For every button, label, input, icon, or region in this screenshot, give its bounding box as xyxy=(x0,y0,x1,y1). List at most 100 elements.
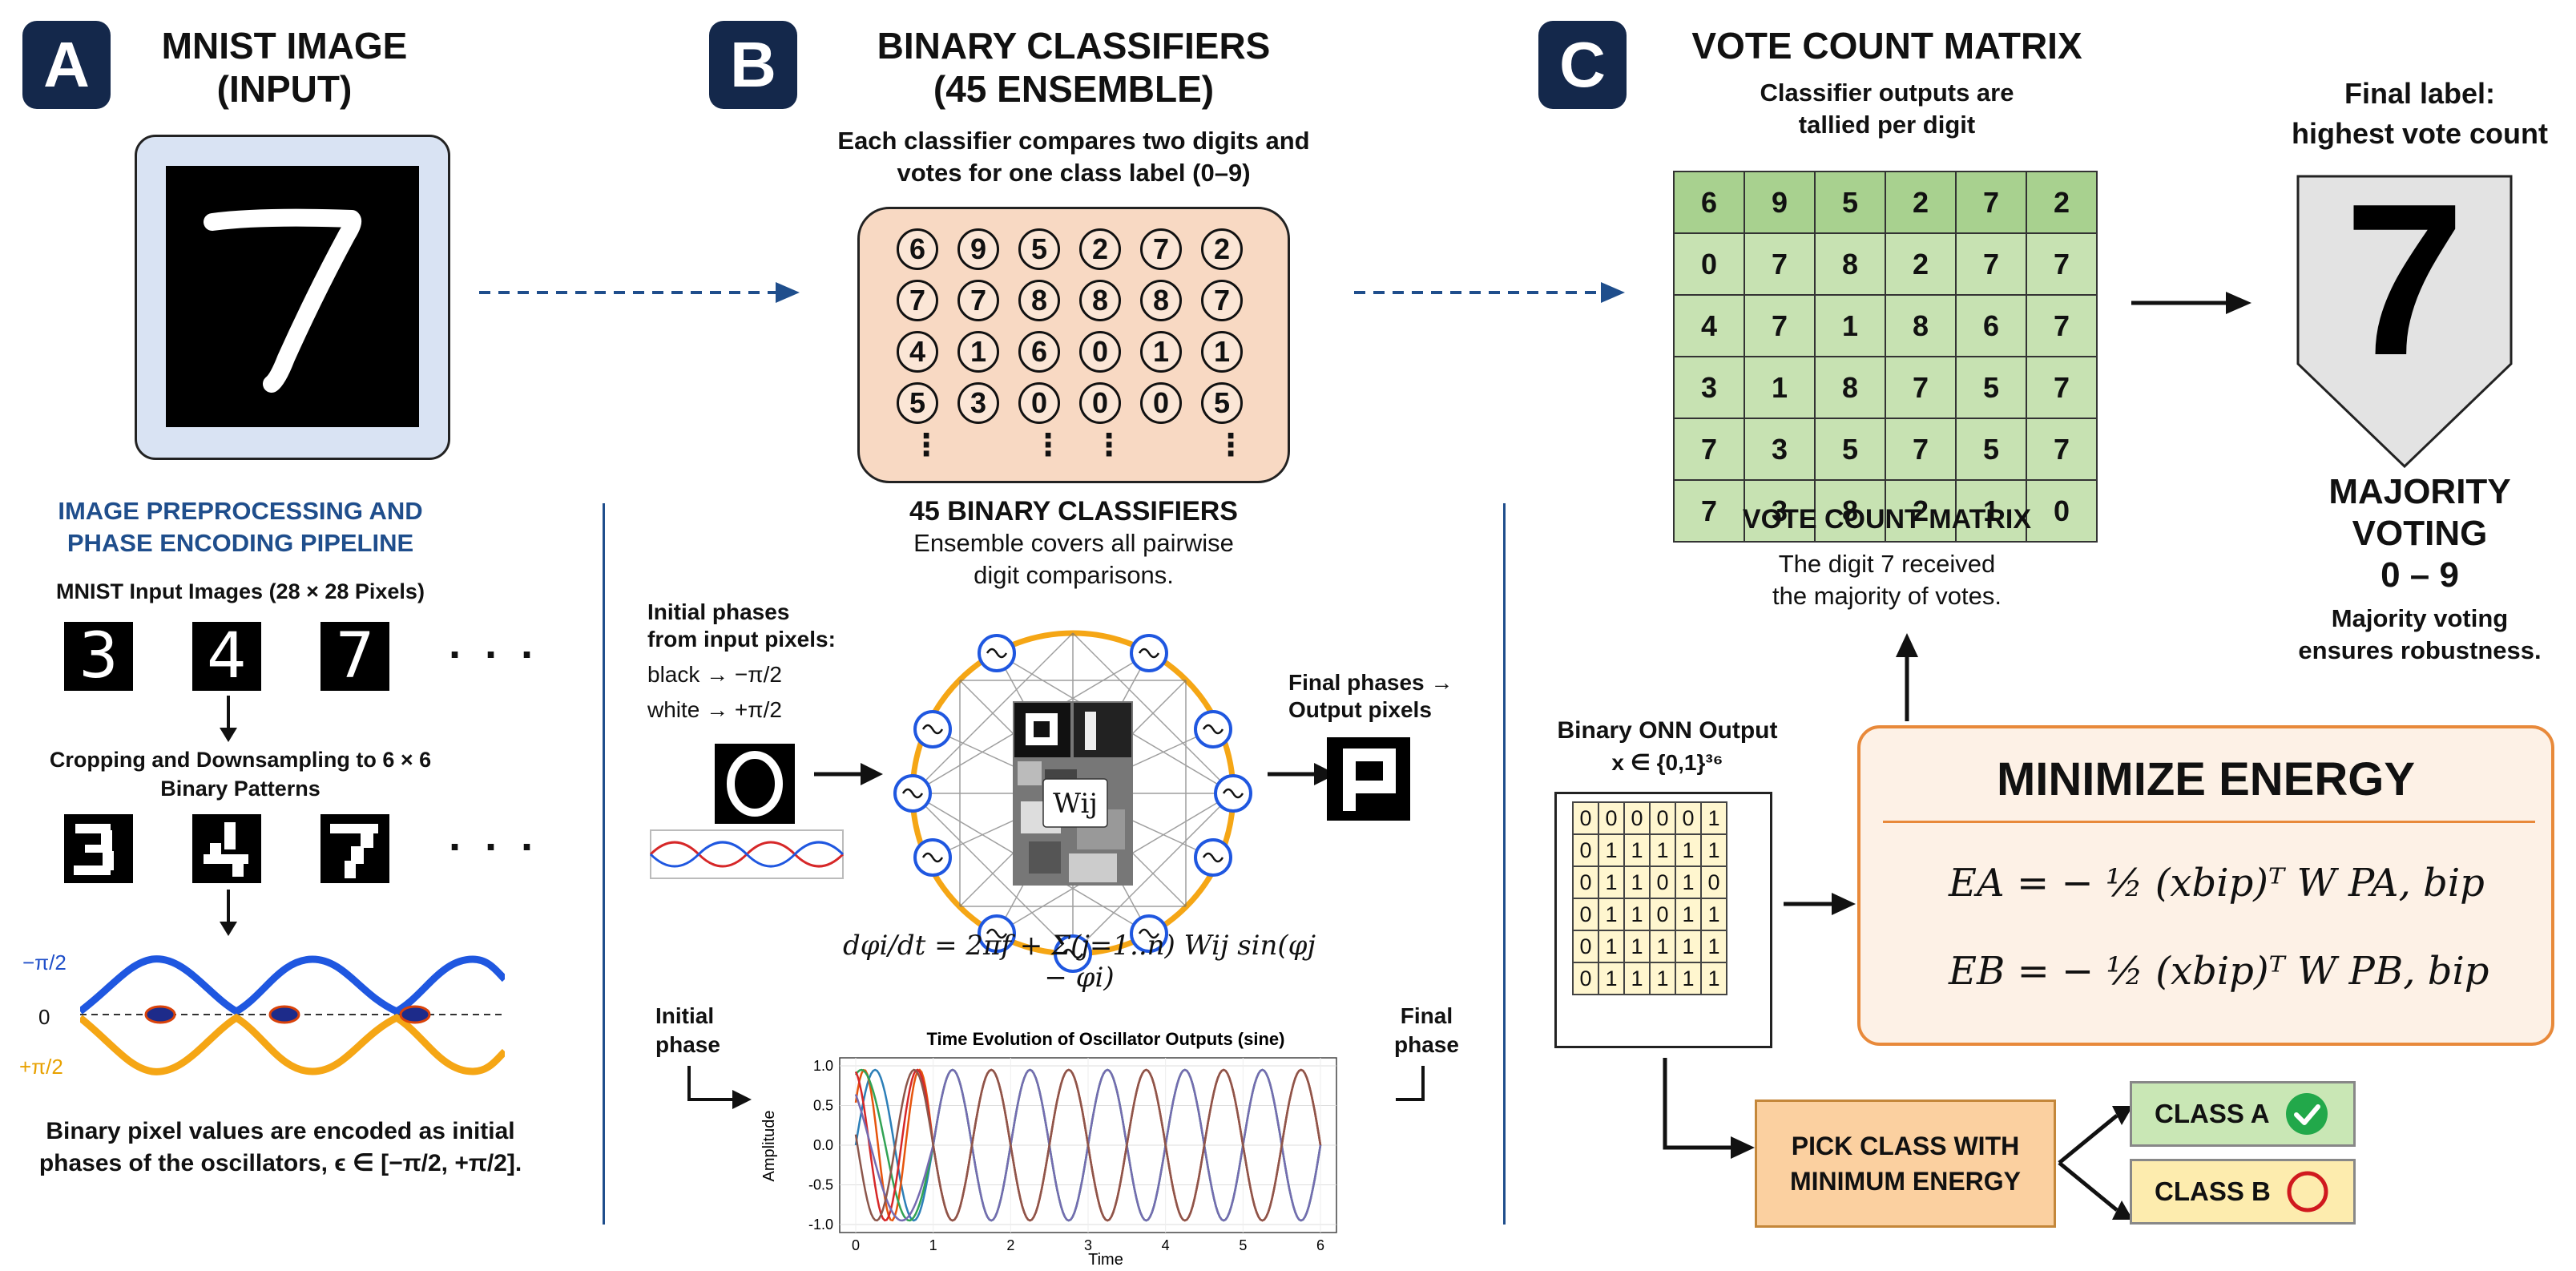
final-label-title: Final label: highest vote count xyxy=(2291,77,2548,150)
onn-output-matrix: 0 0 0 0 0 1 0 1 1 1 1 1 0 1 1 0 1 0 0 1 … xyxy=(1572,801,1727,995)
final-phase-bracket xyxy=(1396,1066,1425,1101)
vertical-ellipsis: ⋮ xyxy=(1033,429,1063,462)
arrow-b-to-c xyxy=(1354,282,1625,303)
vote-cell: 7 xyxy=(2026,232,2098,296)
onn-cell: 0 xyxy=(1700,865,1727,899)
binary-pattern-7 xyxy=(320,814,389,883)
vote-cell: 7 xyxy=(1744,294,1816,357)
classifiers-description: Ensemble covers all pairwise digit compa… xyxy=(913,529,1234,589)
arrow-onn-to-energy xyxy=(1784,893,1856,915)
down-arrow-1 xyxy=(220,696,237,742)
chart-title: Time Evolution of Oscillator Outputs (si… xyxy=(927,1029,1285,1049)
binary-patterns xyxy=(64,814,389,883)
arrow-matrix-to-label xyxy=(2131,292,2251,314)
classifier-circle: 9 xyxy=(957,228,999,270)
chart-ylabel: Amplitude xyxy=(760,1111,778,1182)
onn-cell: 1 xyxy=(1623,962,1651,995)
onn-cell: 1 xyxy=(1598,930,1625,963)
arrow-onn-to-pick xyxy=(1663,1058,1755,1159)
classifier-circle: 2 xyxy=(1201,228,1243,270)
energy-equation-b: EB = − ½ (xbip)ᵀ W PB, bip xyxy=(1949,949,2489,994)
onn-cell: 1 xyxy=(1623,930,1651,963)
phase-neg-label: −π/2 xyxy=(22,950,67,974)
vote-cell: 5 xyxy=(1814,418,1886,481)
classifiers-title: 45 BINARY CLASSIFIERS xyxy=(909,496,1238,527)
arrow-energy-to-matrix xyxy=(1896,633,1918,721)
chart-yticks: 1.00.50.0-0.5-1.0 xyxy=(808,1058,833,1233)
matrix-caption-title: VOTE COUNT MATRIX xyxy=(1742,504,2032,535)
panel-c-badge: C xyxy=(1538,21,1627,109)
majority-voting-title: MAJORITY VOTING 0 – 9 xyxy=(2328,472,2511,595)
onn-cell: 1 xyxy=(1623,833,1651,867)
class-a-box: CLASS A xyxy=(2130,1081,2356,1147)
vote-cell: 1 xyxy=(1744,356,1816,419)
vote-cell: 7 xyxy=(1673,418,1745,481)
pattern-ellipsis: · · · xyxy=(449,823,540,871)
series-line xyxy=(854,1068,1322,1222)
vote-cell: 8 xyxy=(1814,232,1886,296)
vote-count-matrix: 6 9 5 2 7 2 0 7 8 2 7 7 4 7 1 8 6 7 3 1 … xyxy=(1673,171,2098,543)
onn-cell: 0 xyxy=(1572,865,1599,899)
vote-cell: 3 xyxy=(1673,356,1745,419)
vote-cell: 3 xyxy=(1744,479,1816,543)
energy-divider xyxy=(1883,821,2535,823)
vote-cell: 1 xyxy=(1814,294,1886,357)
classifier-circle: 7 xyxy=(897,280,938,321)
onn-cell: 0 xyxy=(1649,898,1676,931)
onn-cell: 1 xyxy=(1598,865,1625,899)
classifier-circle: 7 xyxy=(1140,228,1182,270)
binary-pattern-4 xyxy=(192,814,261,883)
classifier-circle: 8 xyxy=(1018,280,1060,321)
pick-minimum-energy-box: PICK CLASS WITH MINIMUM ENERGY xyxy=(1755,1100,2056,1228)
vote-cell: 7 xyxy=(1955,171,2027,234)
phase-pos-label: +π/2 xyxy=(19,1055,63,1079)
classifier-circle: 0 xyxy=(1079,331,1121,373)
vote-cell: 7 xyxy=(2026,356,2098,419)
phase-zero-label: 0 xyxy=(38,1005,50,1029)
circle-icon xyxy=(2287,1171,2328,1212)
onn-cell: 1 xyxy=(1675,898,1702,931)
input-digit-3: 3 xyxy=(64,620,133,692)
vote-cell: 8 xyxy=(1885,294,1957,357)
classifier-circle: 3 xyxy=(957,382,999,424)
final-label-shield: 7 xyxy=(2296,175,2513,468)
classifier-circle: 5 xyxy=(897,382,938,424)
class-b-label: CLASS B xyxy=(2155,1176,2271,1206)
vote-cell: 0 xyxy=(2026,479,2098,543)
check-icon xyxy=(2285,1093,2328,1135)
vote-cell: 6 xyxy=(1955,294,2027,357)
arrow-network-to-output xyxy=(1268,763,1336,785)
onn-output-domain: x ∈ {0,1}³⁶ xyxy=(1611,750,1723,775)
pipeline-title: IMAGE PREPROCESSING AND PHASE ENCODING P… xyxy=(58,497,423,557)
vote-cell: 2 xyxy=(1885,479,1957,543)
vote-cell: 7 xyxy=(1955,232,2027,296)
classifier-circle: 8 xyxy=(1079,280,1121,321)
vertical-ellipsis: ⋮ xyxy=(1094,429,1124,462)
onn-cell: 1 xyxy=(1700,962,1727,995)
classifier-circle: 0 xyxy=(1140,382,1182,424)
mnist-input-image xyxy=(166,166,419,427)
initial-phase-label: Initial phase xyxy=(655,1003,720,1057)
panel-c-description: Classifier outputs are tallied per digit xyxy=(1760,79,2014,139)
vote-cell: 7 xyxy=(2026,294,2098,357)
initial-phase-arrow xyxy=(687,1066,752,1109)
crop-label: Cropping and Downsampling to 6 × 6 Binar… xyxy=(49,748,432,801)
vote-cell: 2 xyxy=(1885,171,1957,234)
classifier-circle: 5 xyxy=(1201,382,1243,424)
onn-cell: 0 xyxy=(1572,833,1599,867)
classifier-circle: 5 xyxy=(1018,228,1060,270)
onn-cell: 1 xyxy=(1598,898,1625,931)
onn-cell: 0 xyxy=(1572,898,1599,931)
vote-cell: 1 xyxy=(1955,479,2027,543)
output-pattern xyxy=(1327,737,1410,821)
energy-title: MINIMIZE ENERGY xyxy=(1996,753,2416,805)
vote-cell: 2 xyxy=(2026,171,2098,234)
onn-cell: 0 xyxy=(1649,801,1676,835)
onn-cell: 0 xyxy=(1598,801,1625,835)
vote-cell: 7 xyxy=(1885,418,1957,481)
onn-output-title: Binary ONN Output xyxy=(1557,717,1778,744)
classifier-circle: 6 xyxy=(1018,331,1060,373)
onn-cell: 1 xyxy=(1700,833,1727,867)
vote-cell: 7 xyxy=(1885,356,1957,419)
